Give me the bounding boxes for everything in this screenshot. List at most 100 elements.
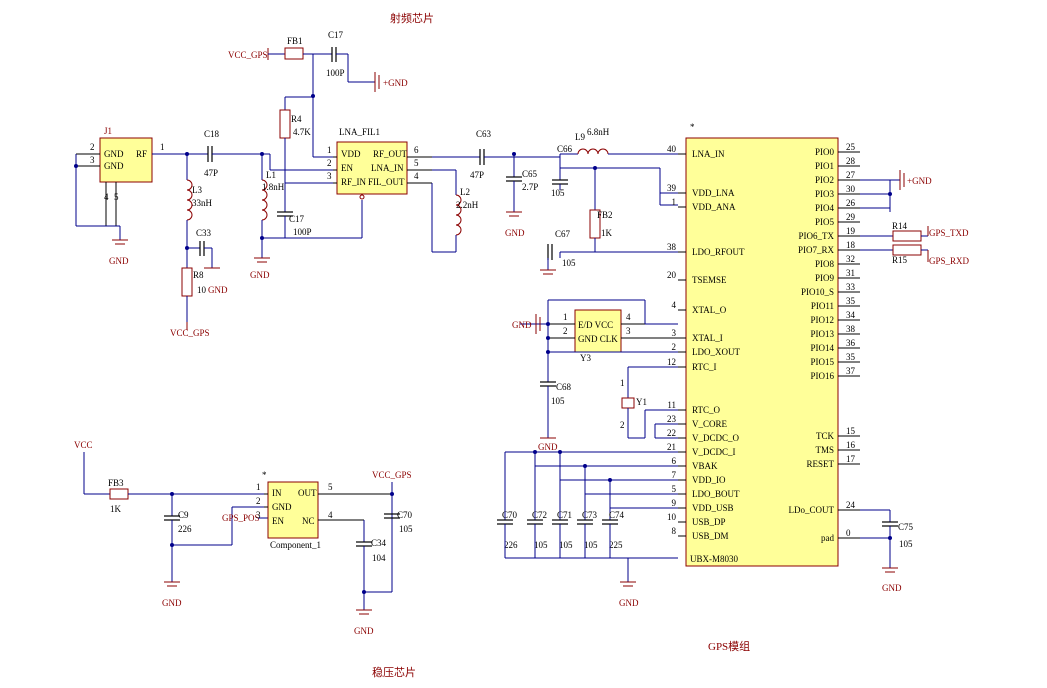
- ubx-right-pin-number: 19: [846, 226, 856, 236]
- fb2-ref: FB2: [597, 210, 613, 220]
- ubx-left-pin-name: V_DCDC_O: [692, 433, 740, 443]
- net-label-gnd-l1: GND: [250, 270, 270, 280]
- net-label-vcc-gps-ldo: VCC_GPS: [372, 470, 412, 480]
- ubx-left-pin-number: 9: [672, 498, 677, 508]
- resistor-r4: [279, 109, 291, 139]
- c70b-ref: C70: [502, 510, 518, 520]
- ubx-left-pin-name: VDD_ANA: [692, 202, 736, 212]
- c74-value: 225: [609, 540, 623, 550]
- ubx-right-pin-name: PIO11: [811, 301, 834, 311]
- l2-value: 2.2nH: [456, 200, 479, 210]
- r14-ref: R14: [892, 221, 908, 231]
- chip-lna-fil1: [336, 141, 408, 195]
- ubx-left-pin-name: V_CORE: [692, 419, 728, 429]
- ubx-marker: *: [690, 122, 695, 132]
- chip-ldo-component1: [267, 481, 319, 539]
- c68-value: 105: [551, 396, 565, 406]
- ldo-pin5: 5: [328, 482, 333, 492]
- ubx-right-pin-name: PIO1: [815, 161, 834, 171]
- ubx-right-pin-number: 24: [846, 500, 856, 510]
- ubx-left-pin-number: 5: [672, 484, 677, 494]
- ferrite-bead-fb3: [109, 488, 129, 500]
- c17b-ref: C17: [289, 214, 305, 224]
- c65-ref: C65: [522, 169, 538, 179]
- cap-c74: [602, 519, 618, 525]
- inductor-l2: [455, 194, 462, 236]
- lna-pin1: 1: [327, 145, 332, 155]
- ubx-left-pin-name: XTAL_O: [692, 305, 727, 315]
- c70-value: 105: [399, 524, 413, 534]
- c75-value: 105: [899, 539, 913, 549]
- ubx-left-pin-name: VBAK: [692, 461, 718, 471]
- ubx-left-pin-name: LDO_BOUT: [692, 489, 740, 499]
- ubx-left-pin-name: LDO_XOUT: [692, 347, 740, 357]
- ubx-left-pin-name: V_DCDC_I: [692, 447, 736, 457]
- lna-pin5: 5: [414, 158, 419, 168]
- ldo-pin3: 3: [256, 510, 261, 520]
- ubx-right-pin-name: RESET: [806, 459, 834, 469]
- l1-value: 1.8nH: [262, 182, 285, 192]
- net-label-gps-rxd: GPS_RXD: [929, 256, 970, 266]
- y1-pin1: 1: [620, 378, 625, 388]
- c71-ref: C71: [557, 510, 572, 520]
- cap-c71: [552, 519, 568, 525]
- ubx-right-pin-name: TCK: [816, 431, 835, 441]
- resistor-r15: [892, 244, 922, 256]
- c17b-value: 100P: [293, 227, 312, 237]
- ferrite-bead-fb1: [284, 47, 304, 60]
- ldo-ref: Component_1: [270, 540, 321, 550]
- c17-top-value: 100P: [326, 68, 345, 78]
- c63-value: 47P: [470, 170, 484, 180]
- ubx-left-pin-name: TSEMSE: [692, 275, 727, 285]
- c66-value: 105: [551, 188, 565, 198]
- c67-value: 105: [562, 258, 576, 268]
- y3-pin4: 4: [626, 312, 631, 322]
- inductor-l9: [577, 148, 609, 155]
- crystal-y1: [621, 397, 635, 409]
- c72-ref: C72: [532, 510, 547, 520]
- inductor-l1: [261, 179, 268, 221]
- ubx-right-pin-name: LDo_COUT: [789, 505, 835, 515]
- ubx-right-pin-number: 26: [846, 198, 856, 208]
- ubx-right-pin-number: 36: [846, 338, 856, 348]
- ubx-right-pin-number: 32: [846, 254, 855, 264]
- ubx-right-pin-name: PIO4: [815, 203, 835, 213]
- ldo-pin1: 1: [256, 482, 261, 492]
- c75-ref: C75: [898, 522, 914, 532]
- j1-gnd2-label: GND: [104, 161, 124, 171]
- oscillator-y3: [574, 309, 622, 353]
- inductor-l3: [186, 179, 193, 221]
- c68-ref: C68: [556, 382, 572, 392]
- ubx-left-pin-number: 6: [672, 456, 677, 466]
- c9-value: 226: [178, 524, 192, 534]
- l3-value: 33nH: [192, 198, 213, 208]
- c18-value: 47P: [204, 168, 218, 178]
- y3-pin2: 2: [563, 326, 568, 336]
- ubx-right-pin-number: 28: [846, 156, 856, 166]
- y3-pin1: 1: [563, 312, 568, 322]
- ubx-right-pin-name: PIO7_RX: [798, 245, 835, 255]
- ubx-left-pin-number: 20: [667, 270, 677, 280]
- net-label-gps-pos: GPS_POS: [222, 513, 260, 523]
- ubx-right-pin-number: 0: [846, 528, 851, 538]
- lna-fil-out-label: FIL_OUT: [368, 177, 405, 187]
- ubx-right-pin-number: 35: [846, 352, 856, 362]
- c63-ref: C63: [476, 129, 492, 139]
- lna-pin4: 4: [414, 171, 419, 181]
- c70-ref: C70: [397, 510, 413, 520]
- net-label-gnd-c65: GND: [505, 228, 525, 238]
- gps-module-section-title: GPS模组: [708, 639, 750, 653]
- ubx-right-pin-name: PIO3: [815, 189, 835, 199]
- net-label-gnd-c9: GND: [162, 598, 182, 608]
- ubx-left-pin-number: 23: [667, 414, 677, 424]
- lna-lna-in-label: LNA_IN: [371, 163, 404, 173]
- ubx-left-pin-name: XTAL_I: [692, 333, 723, 343]
- y1-ref: Y1: [636, 397, 647, 407]
- c34-value: 104: [372, 553, 386, 563]
- ubx-left-pin-number: 4: [672, 300, 677, 310]
- ubx-right-pin-number: 35: [846, 296, 856, 306]
- r15-ref: R15: [892, 255, 908, 265]
- ldo-section-title: 稳压芯片: [372, 665, 416, 679]
